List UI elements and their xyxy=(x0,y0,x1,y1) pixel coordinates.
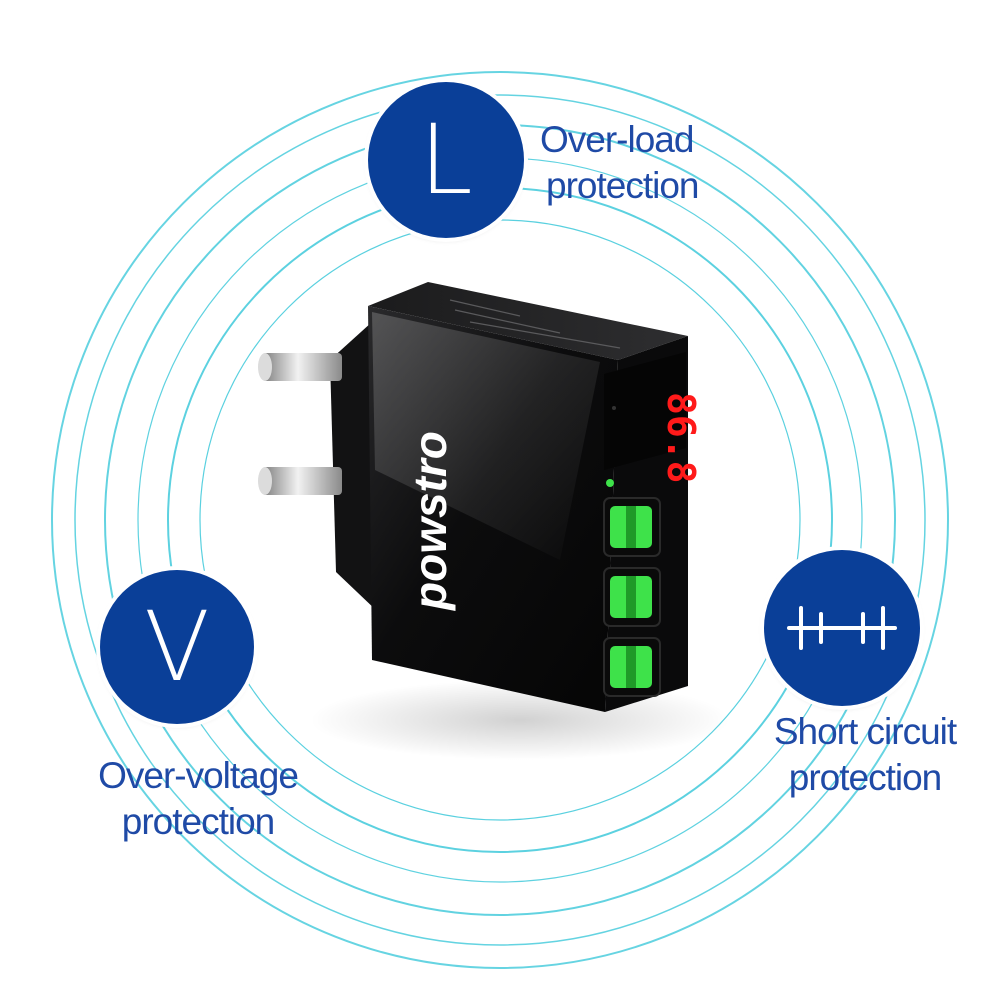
ring-2 xyxy=(74,94,926,946)
plug-pin-top xyxy=(258,353,342,381)
ring-1 xyxy=(51,71,949,969)
overvoltage-badge: V xyxy=(100,570,254,724)
short-circuit-label: Short circuit protection xyxy=(770,709,960,801)
plug-pin-bottom xyxy=(258,467,342,495)
overvoltage-line-2: protection xyxy=(121,801,276,842)
short-circuit-badge xyxy=(764,550,920,706)
power-indicator xyxy=(606,479,614,487)
short-circuit-icon xyxy=(787,606,897,650)
overload-line-2: protection xyxy=(546,165,699,206)
plug-housing xyxy=(330,322,378,612)
usb-port-3 xyxy=(603,637,661,697)
overload-label: Over-load protection xyxy=(540,117,699,209)
overload-line-1: Over-load xyxy=(540,119,694,160)
display-reading: 86.8 xyxy=(659,392,703,484)
usb-port-1 xyxy=(603,497,661,557)
led-display: 86.8 xyxy=(604,352,703,484)
overvoltage-label: Over-voltage protection xyxy=(92,753,304,845)
overload-badge: L xyxy=(368,82,524,238)
short-circuit-line-2: protection xyxy=(788,757,943,798)
short-circuit-line-1: Short circuit xyxy=(773,711,957,752)
letter-l-icon: L xyxy=(419,104,473,216)
regulatory-print xyxy=(449,299,621,349)
overvoltage-line-1: Over-voltage xyxy=(98,755,299,796)
ring-6 xyxy=(199,219,801,821)
usb-ports xyxy=(603,497,661,697)
usb-port-2 xyxy=(603,567,661,627)
letter-v-icon: V xyxy=(144,591,210,703)
charger-shine xyxy=(372,312,600,560)
brand-logo: powstro xyxy=(404,431,456,612)
charger-top-face xyxy=(368,282,688,360)
